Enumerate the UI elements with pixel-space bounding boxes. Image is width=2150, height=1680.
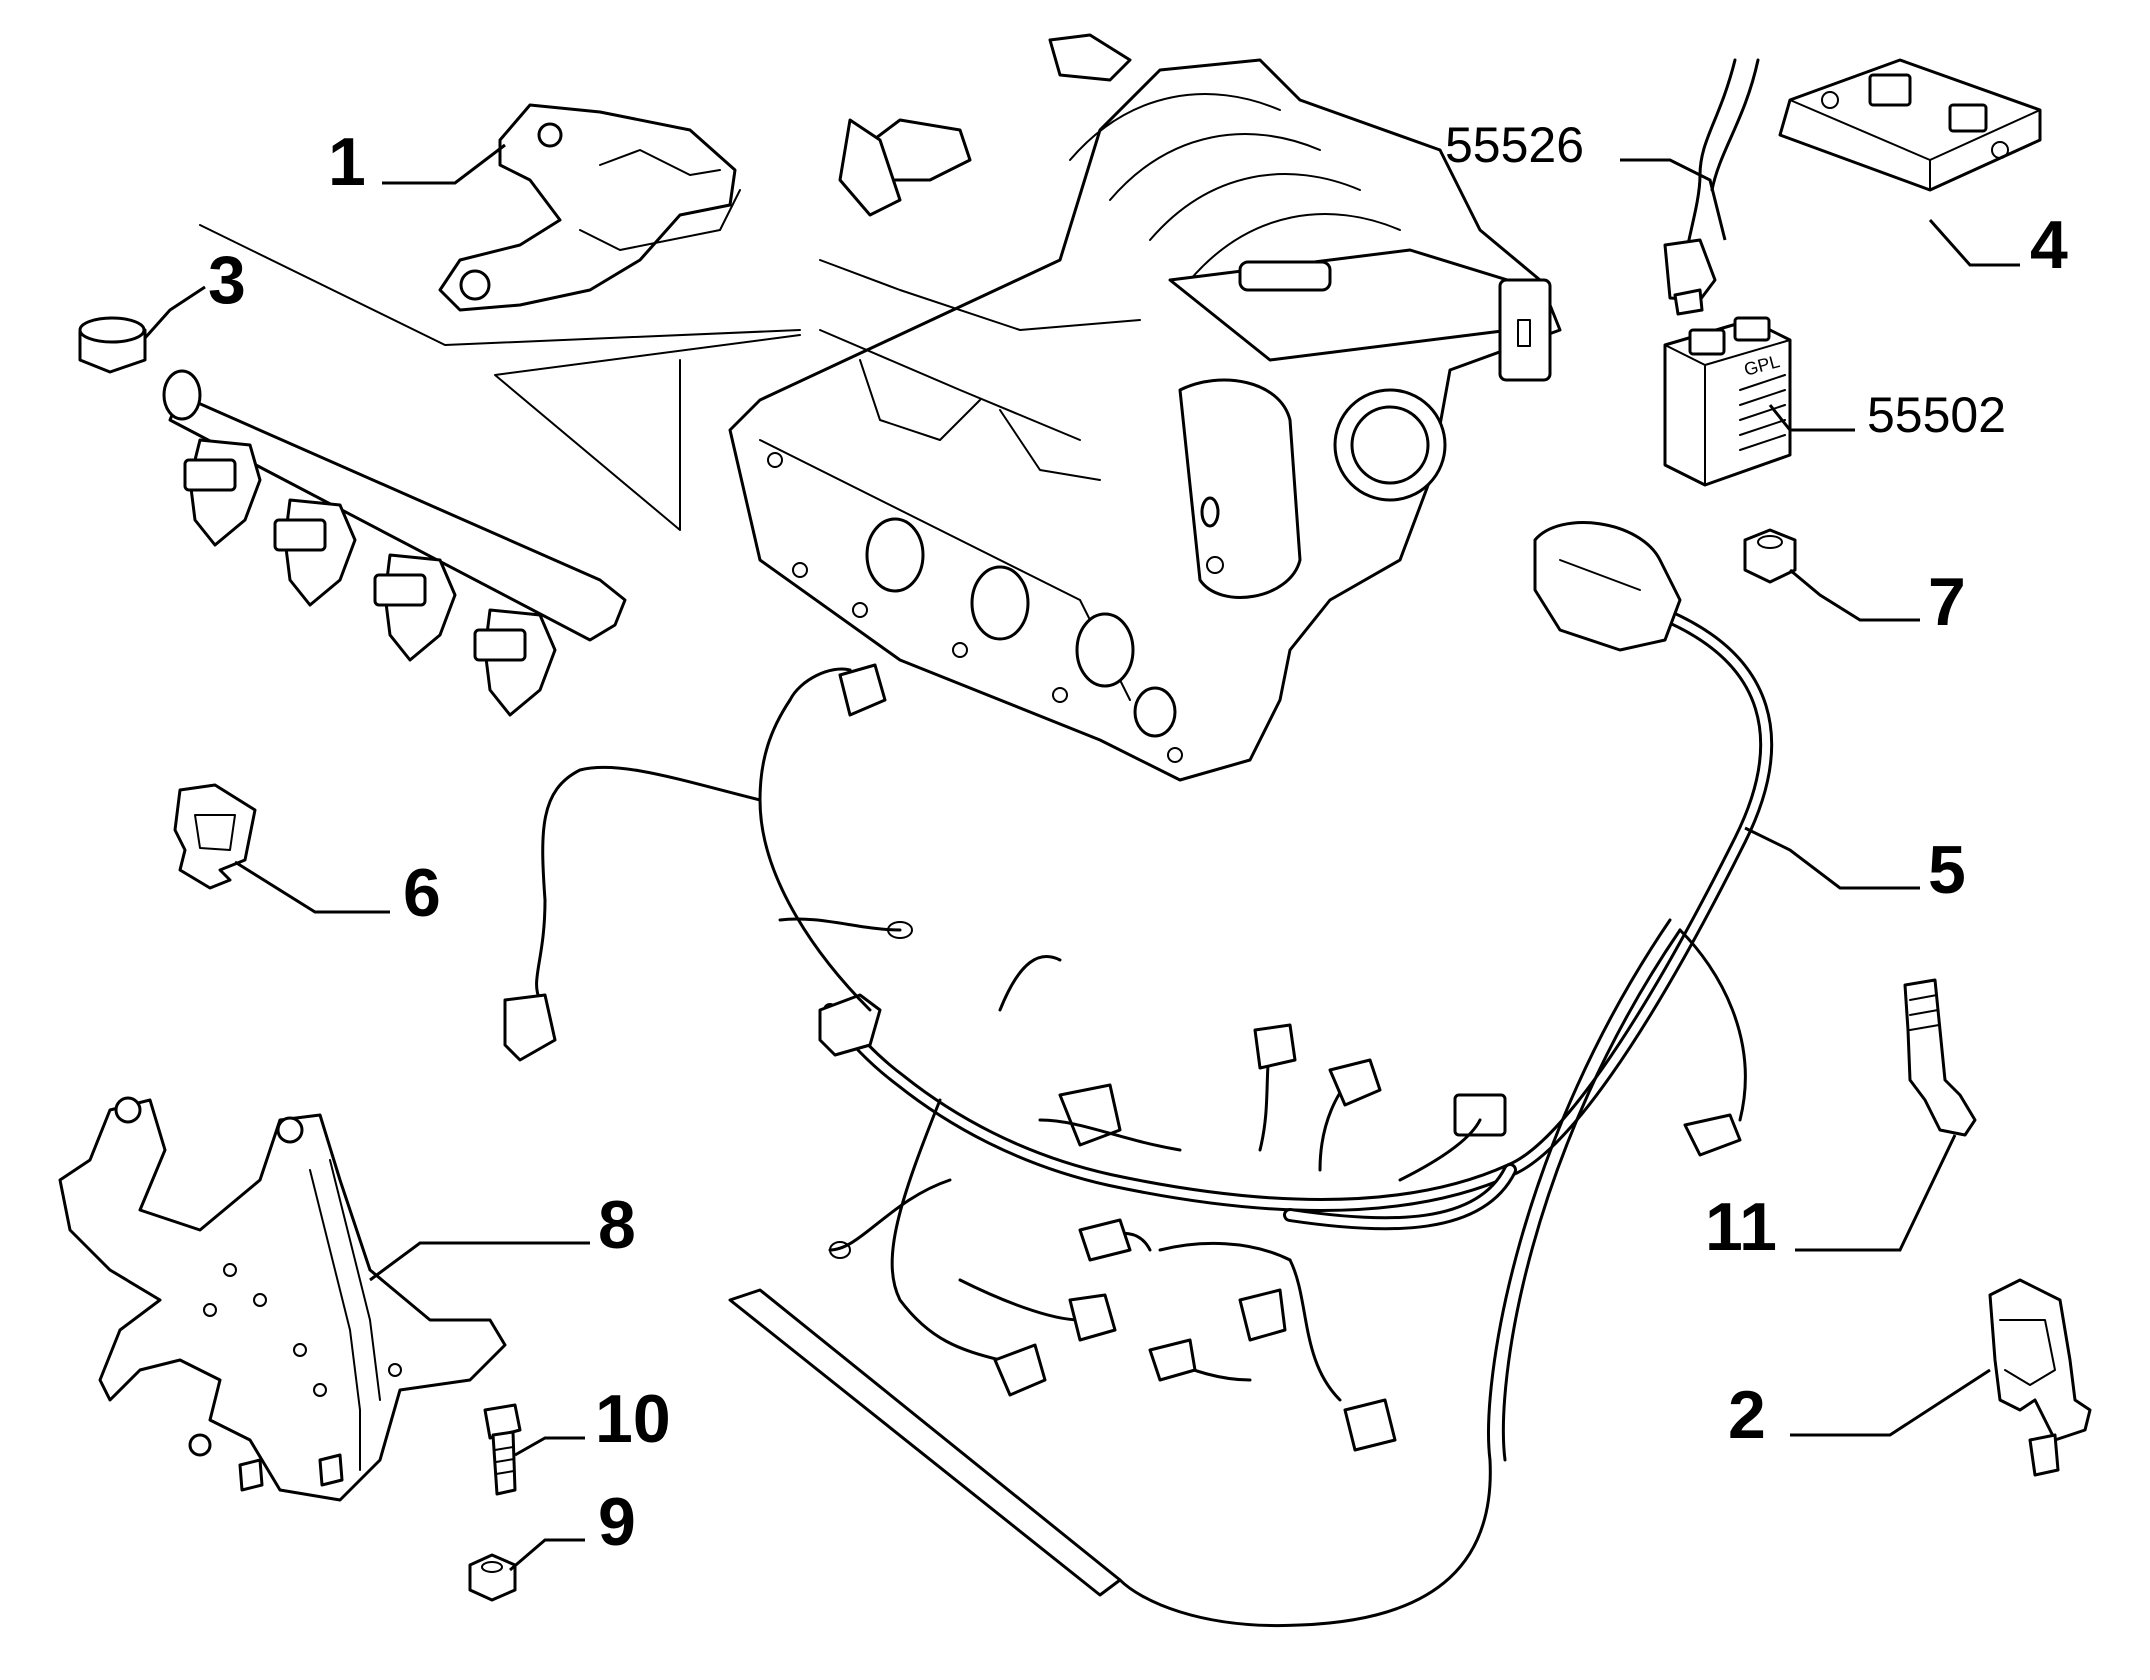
- callout-1: 1: [328, 124, 366, 200]
- bracket-part-1: [438, 103, 741, 312]
- wiring-harness-part-5: [503, 521, 1774, 1628]
- callout-10: 10: [595, 1381, 671, 1457]
- intake-manifold: [728, 33, 1562, 782]
- ecu-55502: GPL: [1663, 316, 1792, 487]
- control-unit-part-4: [1778, 58, 2042, 192]
- callout-4: 4: [2030, 207, 2068, 283]
- callout-55502: 55502: [1867, 387, 2006, 443]
- callout-9: 9: [598, 1484, 636, 1560]
- fuel-rail: [162, 369, 627, 717]
- callout-11: 11: [1705, 1189, 1777, 1265]
- leader-lines: [143, 143, 2020, 1572]
- callout-6: 6: [403, 855, 441, 931]
- callout-5: 5: [1928, 832, 1966, 908]
- callout-2: 2: [1728, 1377, 1766, 1453]
- callout-55526: 55526: [1445, 117, 1584, 173]
- callout-7: 7: [1928, 564, 1966, 640]
- callout-8: 8: [598, 1187, 636, 1263]
- clip-part-6: [173, 783, 257, 890]
- nut-part-7: [1743, 528, 1797, 584]
- callout-3: 3: [208, 242, 246, 318]
- stud-part-11: [1903, 978, 1977, 1137]
- nut-part-9: [468, 1553, 517, 1602]
- support-bracket-part-8: [58, 1096, 507, 1502]
- cap-part-3: [78, 316, 147, 374]
- reference-lines: [199, 224, 801, 531]
- clip-part-2: [1988, 1278, 2092, 1477]
- sensor-55526: [1663, 58, 1760, 316]
- callout-labels: 1 2 3 4 5 6 7 8 9 10 11 55526 55502: [208, 117, 2068, 1560]
- bolt-part-10: [483, 1403, 522, 1496]
